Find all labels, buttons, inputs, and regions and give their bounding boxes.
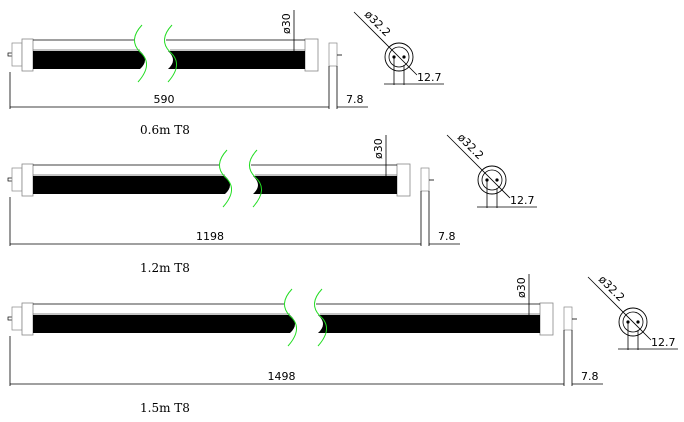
break-line [249, 149, 262, 208]
pin-offset-label: 7.8 [438, 230, 456, 243]
tube-model-label: 1.2m T8 [140, 261, 190, 275]
end-diameter-label: ø32.2 [596, 273, 627, 304]
end-diameter-label: ø32.2 [455, 131, 486, 162]
break-line [134, 24, 147, 83]
length-label: 1498 [268, 370, 296, 383]
end-view-inner [481, 169, 503, 191]
end-diameter-leader [587, 276, 652, 341]
break-line [284, 288, 297, 347]
left-pin-base [11, 167, 23, 192]
length-label: 590 [154, 93, 175, 106]
right-end-cap [396, 163, 411, 197]
left-pin-base [11, 42, 23, 67]
led-board-right [253, 176, 397, 194]
tube-model-label: 0.6m T8 [140, 123, 190, 137]
pin-offset-label: 7.8 [346, 93, 364, 106]
tube-diameter-label: ø30 [515, 277, 528, 298]
break-line [219, 149, 232, 208]
left-end-cap [21, 302, 34, 336]
break-line [164, 24, 177, 83]
break-line [314, 288, 327, 347]
tube-drawing-3: ø30 1498 7.8 1.5m T8 ø32.2 12.7 [7, 273, 678, 415]
left-pin-base [11, 306, 23, 331]
right-pin-base [328, 42, 338, 67]
end-pin [636, 320, 640, 324]
left-end-cap [21, 38, 34, 72]
end-diameter-leader [446, 134, 511, 199]
pin-spacing-label: 12.7 [651, 336, 676, 349]
pin-offset-label: 7.8 [581, 370, 599, 383]
tube-diameter-label: ø30 [280, 13, 293, 34]
led-board-right [318, 315, 540, 333]
right-end-cap [304, 38, 319, 72]
tube-model-label: 1.5m T8 [140, 401, 190, 415]
tube-diameter-label: ø30 [372, 138, 385, 159]
right-end-cap [539, 302, 554, 336]
end-diameter-leader [353, 11, 418, 76]
end-view-inner [622, 311, 644, 333]
left-end-cap [21, 163, 34, 197]
right-pin-base [420, 167, 430, 192]
pin-spacing-label: 12.7 [510, 194, 535, 207]
led-board-left [33, 51, 145, 69]
tube-drawing-2: ø30 1198 7.8 1.2m T8 ø32.2 12.7 [7, 131, 537, 275]
end-pin [402, 55, 406, 59]
led-board-left [33, 315, 295, 333]
pin-spacing-label: 12.7 [417, 71, 442, 84]
length-label: 1198 [196, 230, 224, 243]
end-pin [495, 178, 499, 182]
tube-drawing-1: ø30 590 7.8 0.6m T8 ø32.2 12.7 [7, 8, 444, 137]
end-view-inner [388, 46, 410, 68]
led-board-left [33, 176, 230, 194]
led-board-right [168, 51, 305, 69]
end-diameter-label: ø32.2 [362, 8, 393, 39]
right-pin-base [563, 306, 573, 331]
